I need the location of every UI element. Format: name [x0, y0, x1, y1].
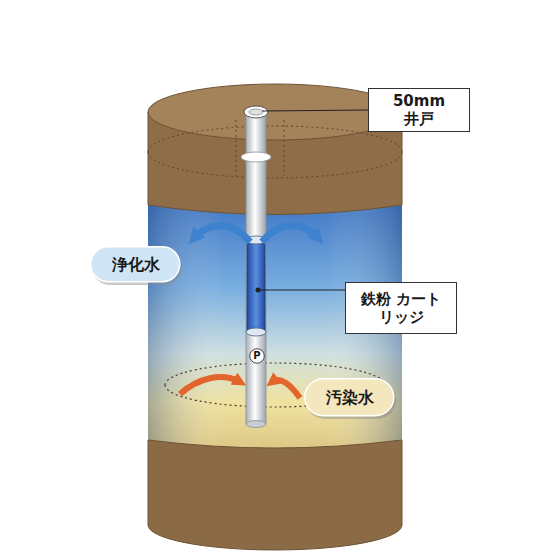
flow-arrow [194, 226, 250, 242]
pump-circle [250, 349, 265, 364]
node-text: 浄化水 [112, 255, 160, 274]
pill-body [305, 379, 394, 416]
leader-line [262, 110, 368, 111]
dotted-line [284, 120, 285, 176]
cartridge-ring [246, 328, 266, 336]
pipe-mouth [244, 106, 268, 118]
iron-cartridge [247, 240, 265, 332]
node-text: P [253, 350, 260, 362]
flow-arrow [262, 226, 318, 242]
node-text: 汚染水 [326, 388, 374, 407]
dotted-ellipse [148, 152, 402, 178]
flow-arrow [180, 377, 240, 394]
leader-line [258, 290, 345, 291]
label-pill: 浄化水 [90, 246, 182, 284]
dotted-line [236, 120, 237, 176]
pipe-collar [241, 152, 271, 162]
pill-body [91, 247, 180, 282]
cylinder-top [148, 84, 402, 140]
pipe-mouth [249, 109, 263, 115]
dotted-ellipse [148, 126, 402, 152]
label-pill: 汚染水 [304, 378, 396, 418]
label-box: 鉄粉 カートリッジ [345, 282, 457, 334]
ground-bottom [148, 440, 402, 550]
pipe-bottom [246, 421, 266, 428]
node-text: 鉄粉 カートリッジ [354, 290, 448, 326]
node-text: 50mm 井戸 [393, 92, 445, 128]
pump-symbol: P [249, 348, 265, 364]
label-box: 50mm 井戸 [368, 88, 470, 132]
flow-arrow [272, 380, 300, 398]
